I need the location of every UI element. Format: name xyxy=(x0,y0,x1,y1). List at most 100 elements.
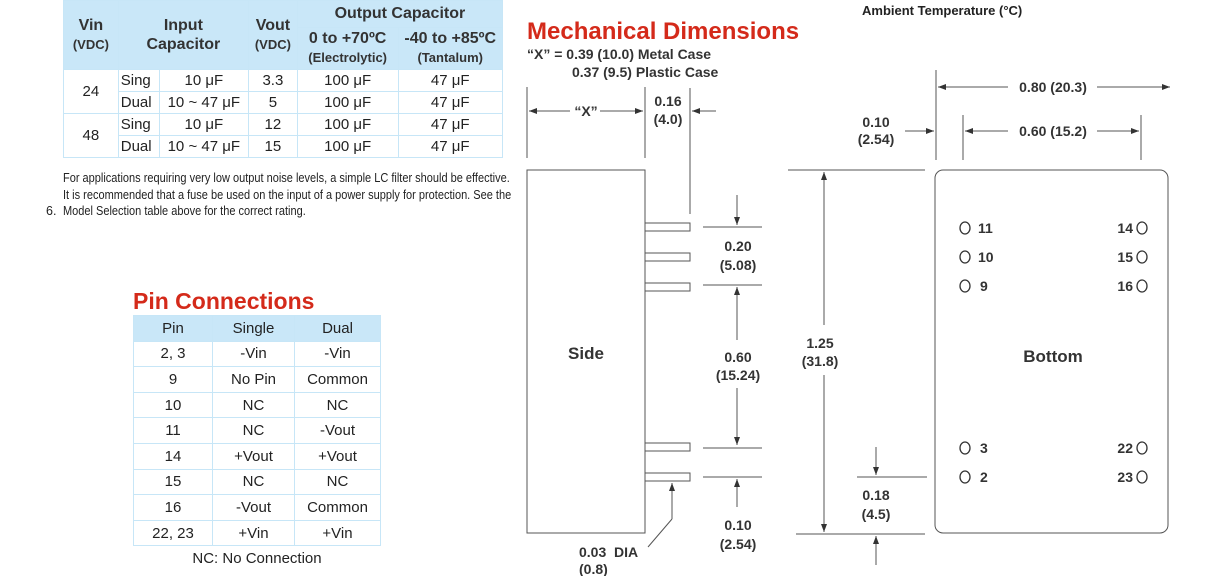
x-dimension-plastic: 0.37 (9.5) Plastic Case xyxy=(572,64,719,80)
text: Vin xyxy=(78,17,104,34)
cell: 47 μF xyxy=(397,69,503,92)
dim-020-mm: (5.08) xyxy=(720,257,757,273)
cell: Common xyxy=(294,366,381,393)
cell: 10 xyxy=(133,391,213,419)
cell: 100 μF xyxy=(296,91,399,114)
header-vin: Vin(VDC) xyxy=(63,0,119,70)
table-row: 22, 23+Vin+Vin xyxy=(133,519,381,547)
ambient-temperature-label: Ambient Temperature (°C) xyxy=(862,3,1023,18)
pin-label: 10 xyxy=(978,249,994,265)
dim-018-mm: (4.5) xyxy=(862,506,891,522)
text: Vout xyxy=(255,17,291,34)
header-output-cap: Output Capacitor xyxy=(296,0,504,28)
cell: Sing xyxy=(117,113,160,136)
dim-010-side-mm: (2.54) xyxy=(720,536,757,552)
side-label: Side xyxy=(568,344,604,363)
pin-label: 9 xyxy=(980,278,988,294)
dim-060-mm: (15.24) xyxy=(716,367,760,383)
cell: +Vin xyxy=(212,519,295,547)
dim-060-top: 0.60 (15.2) xyxy=(1019,123,1087,139)
cell: NC xyxy=(294,468,381,496)
cell: 10 μF xyxy=(158,113,249,136)
cell: 11 xyxy=(133,417,213,444)
cell: 100 μF xyxy=(296,135,399,158)
pin-label: 2 xyxy=(980,469,988,485)
header-electrolytic: 0 to +70ºC(Electrolytic) xyxy=(296,26,399,71)
cell: 22, 23 xyxy=(133,519,213,547)
dim-016: 0.16 xyxy=(654,93,681,109)
dim-018: 0.18 xyxy=(862,487,889,503)
dim-060: 0.60 xyxy=(724,349,751,365)
pin-footnote: NC: No Connection xyxy=(192,550,322,567)
table-row: 2, 3-Vin-Vin xyxy=(133,340,381,368)
text: (VDC) xyxy=(254,37,291,52)
dim-020: 0.20 xyxy=(724,238,751,254)
pin-label: 23 xyxy=(1117,469,1133,485)
text: (Tantalum) xyxy=(417,50,483,66)
cell: 16 xyxy=(133,494,213,521)
pin-label: 22 xyxy=(1117,440,1133,456)
dim-080: 0.80 (20.3) xyxy=(1019,79,1087,95)
cell: 10 ~ 47 μF xyxy=(158,135,249,158)
header-tantalum: -40 to +85ºC (Tantalum) xyxy=(397,26,503,71)
dim-010-top: 0.10 xyxy=(862,114,889,130)
cell: 10 ~ 47 μF xyxy=(158,91,249,114)
cell: 48 xyxy=(63,113,119,158)
bottom-label: Bottom xyxy=(1023,347,1082,366)
bottom-view-case xyxy=(934,169,1169,534)
text: Input xyxy=(163,17,203,34)
pin-label: 15 xyxy=(1117,249,1133,265)
pin-header-dual: Dual xyxy=(294,315,381,342)
x-dimension-metal: “X” = 0.39 (10.0) Metal Case xyxy=(527,46,712,62)
dim-003-mm: (0.8) xyxy=(579,561,608,576)
x-label: “X” xyxy=(574,103,597,119)
cell: 24 xyxy=(63,69,119,114)
dim-010-top-mm: (2.54) xyxy=(858,131,895,147)
cell: 3.3 xyxy=(247,69,298,92)
cell: Sing xyxy=(117,69,160,92)
mechanical-dimensions-title: Mechanical Dimensions xyxy=(527,18,800,45)
note-lc-filter: For applications requiring very low outp… xyxy=(63,171,510,185)
cell: No Pin xyxy=(212,366,295,393)
cell: 47 μF xyxy=(397,135,503,158)
pin-label: 11 xyxy=(978,220,993,236)
cell: +Vout xyxy=(294,442,381,470)
cell: -Vin xyxy=(212,340,295,368)
cell: +Vout xyxy=(212,442,295,470)
pin-label: 14 xyxy=(1117,220,1133,236)
text: -40 to +85ºC xyxy=(404,30,497,48)
cell: NC xyxy=(212,468,295,496)
header-vout: Vout (VDC) xyxy=(247,0,298,70)
note-number: 6. xyxy=(46,204,57,218)
side-view-case xyxy=(526,169,646,534)
pin-label: 3 xyxy=(980,440,988,456)
cell: Common xyxy=(294,494,381,521)
pin-label: 16 xyxy=(1117,278,1133,294)
text: Capacitor xyxy=(146,36,221,53)
cell: Dual xyxy=(117,91,160,114)
side-pins xyxy=(644,222,691,482)
dim-003: 0.03 DIA xyxy=(579,544,638,560)
pin-connections-title: Pin Connections xyxy=(133,288,315,314)
cell: 47 μF xyxy=(397,113,503,136)
text: 0 to +70ºC xyxy=(308,30,387,48)
table-row: 14+Vout+Vout xyxy=(133,442,381,470)
pin-header-pin: Pin xyxy=(133,315,213,342)
cell: NC xyxy=(294,391,381,419)
cell: 47 μF xyxy=(397,91,503,114)
dim-010-side: 0.10 xyxy=(724,517,751,533)
dim-016-mm: (4.0) xyxy=(654,111,683,127)
dim-125: 1.25 xyxy=(806,335,833,351)
cell: +Vin xyxy=(294,519,381,547)
